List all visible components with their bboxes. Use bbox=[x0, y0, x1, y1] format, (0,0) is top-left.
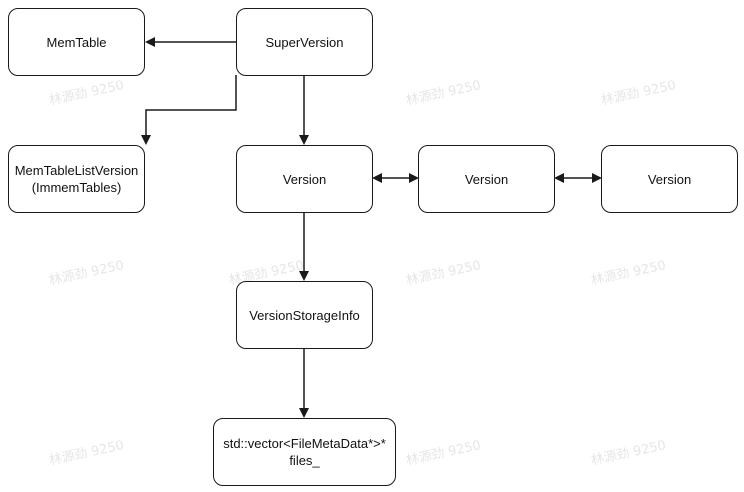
version-node-1: Version bbox=[236, 145, 373, 213]
files-name-label: files_ bbox=[289, 453, 320, 468]
memtablelistversion-node: MemTableListVersion (ImmemTables) bbox=[8, 145, 145, 213]
files-node: std::vector<FileMetaData*>* files_ bbox=[213, 418, 396, 486]
superversion-label: SuperVersion bbox=[265, 34, 344, 50]
arrow-superversion-to-memtablelistversion bbox=[141, 75, 237, 145]
superversion-node: SuperVersion bbox=[236, 8, 373, 76]
memtablelistversion-label: MemTableListVersion bbox=[14, 163, 139, 178]
files-type-label: std::vector<FileMetaData*>* bbox=[223, 436, 386, 451]
version-node-2: Version bbox=[418, 145, 555, 213]
memtablelistversion-sublabel: (ImmemTables) bbox=[31, 180, 122, 195]
version-label: Version bbox=[647, 171, 692, 187]
versionstorageinfo-label: VersionStorageInfo bbox=[249, 307, 360, 323]
version-node-3: Version bbox=[601, 145, 738, 213]
version-label: Version bbox=[464, 171, 509, 187]
memtable-label: MemTable bbox=[46, 34, 107, 50]
version-label: Version bbox=[282, 171, 327, 187]
memtable-node: MemTable bbox=[8, 8, 145, 76]
versionstorageinfo-node: VersionStorageInfo bbox=[236, 281, 373, 349]
